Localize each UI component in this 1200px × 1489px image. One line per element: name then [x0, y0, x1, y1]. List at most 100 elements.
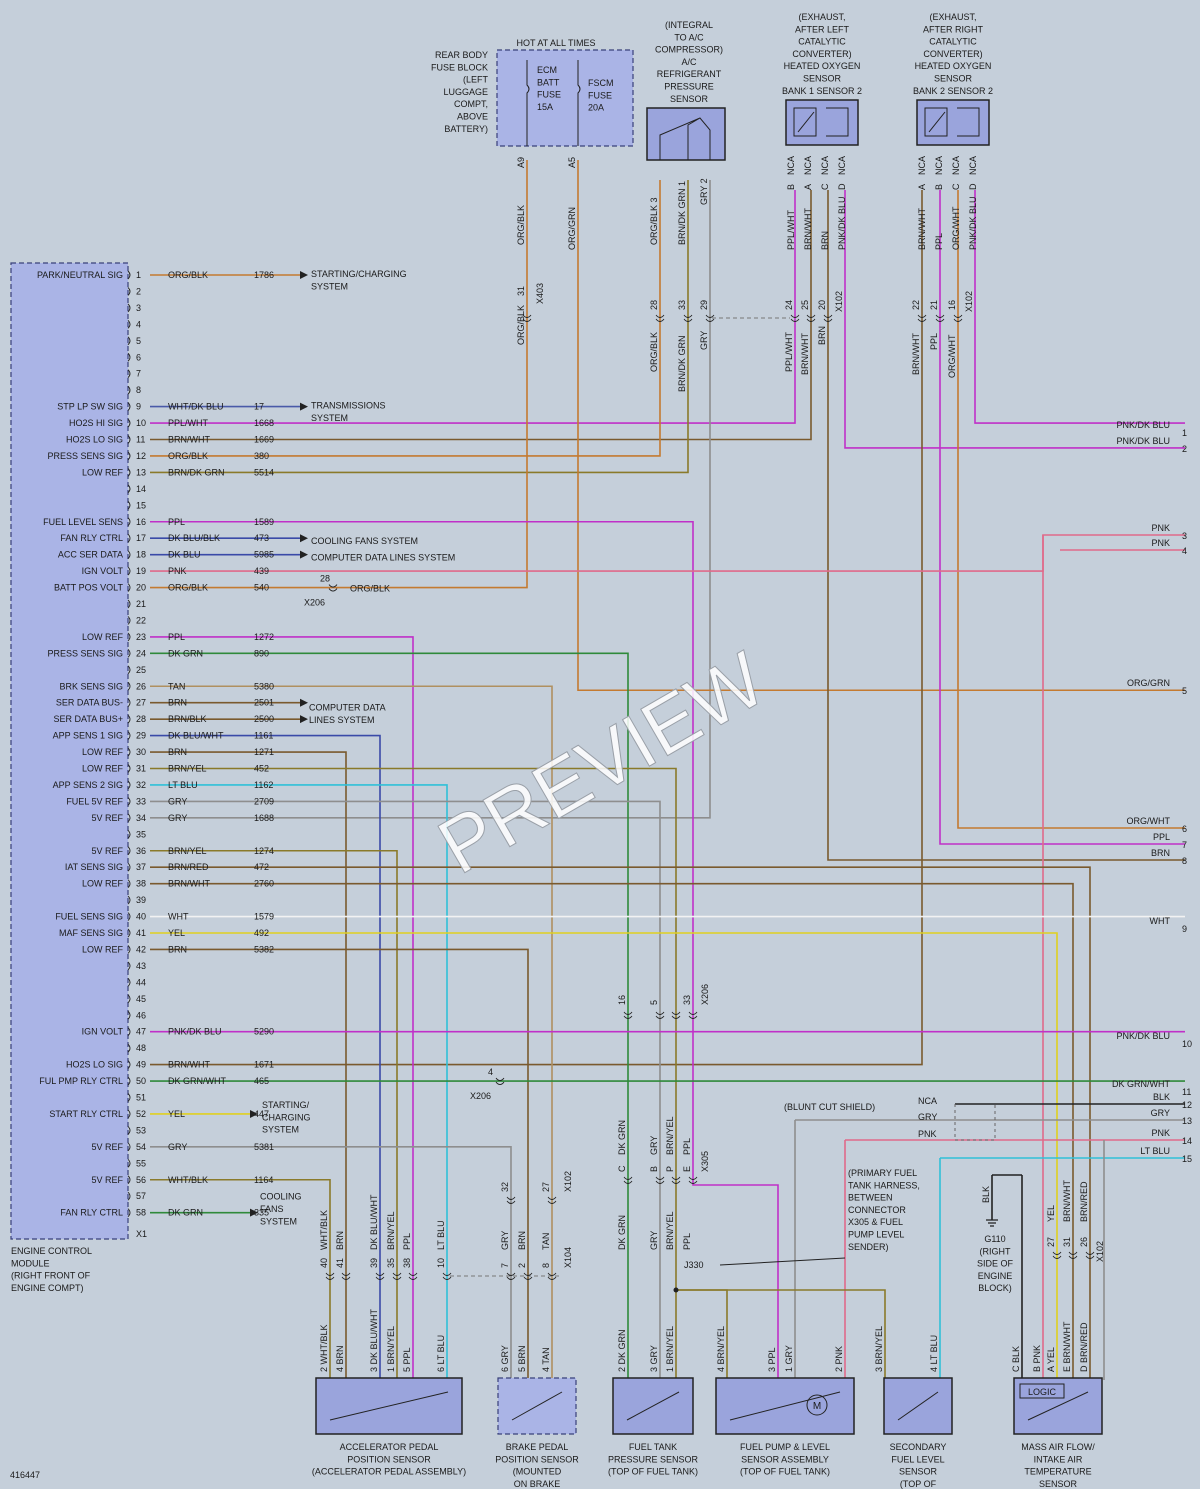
- ecm-pin-number: 12: [136, 451, 146, 461]
- exit-color: ORG/GRN: [1127, 678, 1170, 688]
- o2-bank1-label: AFTER LEFT: [795, 24, 850, 34]
- fuse-block-label: LUGGAGE: [443, 87, 488, 97]
- maf-sensor-pin: B PNK: [1032, 1345, 1042, 1372]
- o2-bank2-label: AFTER RIGHT: [923, 24, 984, 34]
- ecm-pin-number: 3: [136, 303, 141, 313]
- arrow-icon: [250, 1109, 258, 1118]
- wire-37: [150, 866, 1091, 1380]
- exit-color: PNK: [1151, 1128, 1170, 1138]
- ecm-pin-wire-color: LT BLU: [168, 780, 198, 790]
- exit-color: BLK: [1153, 1092, 1170, 1102]
- ecm-pin-28: [127, 714, 131, 724]
- shield-nca: NCA: [918, 1096, 937, 1106]
- x104-cav: 8: [541, 1263, 551, 1268]
- o2-bank1-label: (EXHAUST,: [798, 12, 845, 22]
- ecm-pin-number: 26: [136, 681, 146, 691]
- bpp-sensor-label: (MOUNTED: [513, 1467, 562, 1477]
- app-inline-cavity: [325, 1276, 335, 1280]
- ecm-pin-number: 33: [136, 796, 146, 806]
- wire-49: [150, 190, 923, 1066]
- ecm-pin-signal: HO2S LO SIG: [66, 1060, 123, 1070]
- ftp-sensor-pin: 1 BRN/YEL: [665, 1326, 675, 1372]
- wire-42: [150, 948, 529, 1380]
- ecm-pin-number: 30: [136, 747, 146, 757]
- x102-cavity: [790, 314, 800, 318]
- maf-sensor-box: [1013, 1377, 1103, 1435]
- wire-34: [150, 180, 711, 819]
- app-sensor-element-icon: [329, 1391, 449, 1421]
- ecm-pin-signal: IAT SENS SIG: [65, 862, 123, 872]
- x102-cav: 20: [817, 300, 827, 310]
- ecm-pin-wire-color: BRN: [168, 944, 187, 954]
- o2-bank1-box: [785, 99, 859, 146]
- ecm-pin-19: [127, 566, 131, 576]
- ecm-pin-number: 36: [136, 846, 146, 856]
- wire-20: [150, 160, 528, 589]
- ac-sensor-label: SENSOR: [670, 94, 709, 104]
- wire-30: [150, 751, 347, 1380]
- ecm-pin-wire-color: BRN: [168, 698, 187, 708]
- wire-41: [150, 932, 1058, 1380]
- ecm-pin-number: 39: [136, 895, 146, 905]
- ecm-pin-number: 22: [136, 615, 146, 625]
- maf-sensor-pin: E BRN/WHT: [1062, 1321, 1072, 1372]
- ecm-pin-8: [127, 385, 131, 395]
- ac-wire-b1: ORG/BLK: [649, 332, 659, 372]
- ecm-pin-circuit: 1671: [254, 1060, 274, 1070]
- x104-cav: 2: [517, 1263, 527, 1268]
- ecm-pin-wire-color: BRN/WHT: [168, 879, 210, 889]
- ecm-pin-1: [127, 270, 131, 280]
- exit-number: 6: [1182, 824, 1187, 834]
- ecm-pin-circuit: 335: [254, 1208, 269, 1218]
- ecm-pin-number: 31: [136, 764, 146, 774]
- ecm-pin-30: [127, 747, 131, 757]
- o2-bank2-nca: NCA: [934, 156, 944, 175]
- sfl-sensor-label: SENSOR: [899, 1467, 938, 1477]
- o2-bank1-nca: NCA: [820, 156, 830, 175]
- o2-b1-wire-b: PPL/WHT: [784, 331, 794, 372]
- o2-bank1-heater-icon: [826, 107, 849, 137]
- ecm-pin-wire-color: BRN/YEL: [168, 764, 207, 774]
- splice-j330: [673, 1287, 679, 1293]
- primary-harness-note: TANK HARNESS,: [848, 1180, 920, 1190]
- o2-b2-wire-c: ORG/WHT: [947, 334, 957, 378]
- fuse-block-label: ABOVE: [457, 112, 488, 122]
- ecm-pin-signal: APP SENS 1 SIG: [53, 731, 123, 741]
- x206-cavity: [328, 588, 338, 592]
- ecm-label: ENGINE CONTROL: [11, 1246, 92, 1256]
- app-sensor-label: ACCELERATOR PEDAL: [340, 1442, 439, 1452]
- ecm-pin-signal: SER DATA BUS+: [54, 714, 123, 724]
- ecm-pin-wire-color: DK BLU/WHT: [168, 731, 224, 741]
- fuse-1-icon: [526, 60, 530, 146]
- wire-5-orggrn: [577, 160, 1185, 692]
- ecm-pin-number: 45: [136, 994, 146, 1004]
- exit-number: 13: [1182, 1116, 1192, 1126]
- dest-starting: SYSTEM: [311, 281, 348, 291]
- ecm-pin-signal: BATT POS VOLT: [54, 583, 124, 593]
- x206-cavity-4: [495, 1077, 505, 1081]
- x102b-cavity: [547, 1200, 557, 1204]
- ecm-pin-wire-color: ORG/BLK: [168, 451, 208, 461]
- x206-cav-4: 4: [488, 1067, 493, 1077]
- maf-inline-cavity: [1052, 1255, 1062, 1259]
- ecm-pin-47: [127, 1027, 131, 1037]
- x305-cavity: [623, 1180, 633, 1184]
- wire-exit-2: [844, 190, 1185, 449]
- wire-32: [150, 784, 448, 1380]
- bpp-inline-wire: BRN: [517, 1231, 527, 1250]
- maf-logic-box: [1019, 1383, 1065, 1399]
- ecm-pin-number: 16: [136, 517, 146, 527]
- ecm-pin-number: 19: [136, 566, 146, 576]
- app-sensor-pin: 5 PPL: [402, 1347, 412, 1372]
- app-inline-cavity: [408, 1276, 418, 1280]
- x102-cavity: [917, 318, 927, 322]
- x102b-cavity: [506, 1196, 516, 1200]
- maf-inline-cav: 27: [1046, 1237, 1056, 1247]
- ecm-pin-number: 4: [136, 319, 141, 329]
- ecm-pin-signal: FUEL 5V REF: [66, 796, 123, 806]
- ecm-pin-circuit: 1688: [254, 813, 274, 823]
- x102-cav: 21: [929, 300, 939, 310]
- ecm-pin-circuit: 1668: [254, 418, 274, 428]
- x206-col-cavity: [688, 1011, 698, 1015]
